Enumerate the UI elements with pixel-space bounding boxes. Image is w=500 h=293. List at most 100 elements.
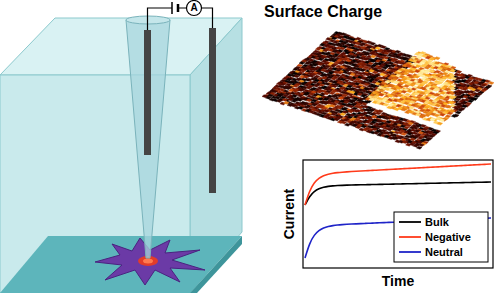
surface-cell [440,113,446,116]
surface-cell [396,104,402,107]
ammeter-label: A [190,3,197,13]
surface-cell [443,98,449,101]
ammeter-symbol [187,1,202,16]
surface-cell [370,42,376,45]
surface-cell [333,41,339,44]
surface-cell [285,87,291,90]
surface-cell [355,126,361,129]
surface-cell [397,94,403,97]
surface-cell [424,66,430,69]
surface-cell [298,89,304,92]
surface-cell [450,87,456,90]
surface-cell [352,49,358,52]
surface-cell [298,106,304,109]
surface-cell [435,104,441,107]
surface-cell [433,89,439,92]
surface-cell [463,91,469,94]
surface-cell [444,88,450,91]
surface-cell [318,58,324,61]
surface-plot [262,31,494,149]
surface-cell [332,85,338,88]
pipette-electrode [144,30,151,155]
surface-cell [371,115,377,118]
surface-cell [370,55,376,58]
surface-cell [383,84,389,87]
surface-cell [369,98,375,101]
surface-cell [404,85,410,88]
surface-cell [372,71,378,74]
axis-label: Time [382,274,414,288]
surface-cell [450,69,456,72]
battery-symbol [177,4,180,12]
surface-cell [360,69,366,72]
surface-cell [396,87,402,90]
surface-cell [376,120,382,123]
surface-cell [360,116,366,119]
surface-cell [439,119,445,122]
surface-cell [362,102,368,105]
surface-cell [474,95,480,98]
surface-cell [409,101,415,104]
legend-sample [399,236,421,238]
surface-cell [401,108,407,111]
legend-box [394,212,488,262]
surface-cell [385,100,391,103]
surface-cell [293,85,299,88]
surface-cell [416,146,422,149]
surface-cell [393,81,399,84]
surface-cell [341,108,347,111]
surface-cell [409,84,415,87]
legend-text: Bulk [425,217,449,228]
surface-cell [416,56,422,59]
surface-cell [444,105,450,108]
surface-cell [375,112,381,115]
surface-cell [383,103,389,106]
surface-cell [455,80,461,83]
surface-cell [297,98,303,101]
surface-cell [340,47,346,50]
surface-cell [406,65,412,68]
surface-cell [397,136,403,139]
surface-cell [383,56,389,59]
surface-cell [370,59,376,62]
surface-cell [291,99,297,102]
surface-cell [294,75,300,78]
surface-cell [323,98,329,101]
surface-cell [319,84,325,87]
surface-cell [311,103,317,106]
surface-cell [323,49,329,52]
surface-cell [450,104,456,107]
surface-cell [338,62,344,65]
surface-cell [415,65,421,68]
surface-cell [449,96,455,99]
surface-cell [405,93,411,96]
surface-cell [401,133,407,136]
current-curve [305,182,491,205]
surface-cell [358,114,364,117]
panel-title: Surface Charge [264,4,382,20]
surface-cell [429,70,435,73]
surface-cell [370,113,376,116]
surface-cell [420,87,426,90]
surface-cell [459,77,465,80]
surface-cell [331,77,337,80]
surface-cell [353,110,359,113]
surface-cell [447,112,453,115]
surface-cell [387,128,393,131]
current-curve [305,164,491,205]
substrate [0,236,242,293]
surface-cell [448,101,454,104]
surface-cell [430,118,436,121]
surface-cell [350,56,356,59]
surface-cell [389,85,395,88]
surface-cell [409,70,415,73]
battery-symbol [171,2,173,14]
legend-sample [399,221,421,223]
surface-cell [317,97,323,100]
surface-cell [323,102,329,105]
surface-cell [329,92,335,95]
surface-cell [407,90,413,93]
surface-cell [299,62,305,65]
legend-text: Neutral [425,247,463,258]
surface-cell [425,74,431,77]
